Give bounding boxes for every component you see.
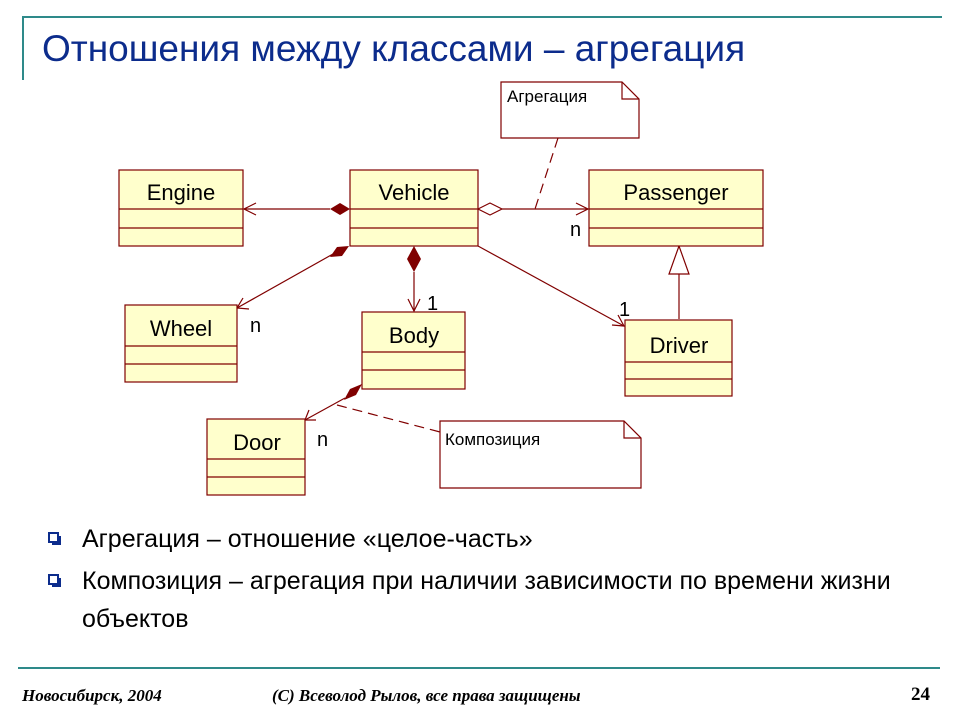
class-body bbox=[361, 311, 466, 390]
arrowhead-passenger bbox=[575, 202, 590, 216]
bullet-text: Агрегация – отношение «целое-часть» bbox=[82, 525, 533, 553]
diamond-passenger bbox=[476, 202, 504, 216]
bullet-square-icon bbox=[48, 574, 61, 587]
left-rule bbox=[22, 16, 24, 80]
bullet-item: Композиция – агрегация при наличии завис… bbox=[48, 562, 902, 638]
class-door bbox=[206, 418, 306, 496]
top-rule bbox=[22, 16, 942, 18]
class-name-body: Body bbox=[389, 323, 439, 348]
bullet-square-icon bbox=[48, 532, 61, 545]
multiplicity-passenger: n bbox=[570, 219, 581, 241]
bullet-list: Агрегация – отношение «целое-часть» Комп… bbox=[48, 520, 902, 638]
note-aggregation bbox=[500, 81, 640, 139]
multiplicity-wheel: n bbox=[250, 315, 261, 337]
class-wheel bbox=[124, 304, 238, 383]
class-name-vehicle: Vehicle bbox=[379, 180, 450, 205]
footer-copyright: (C) Всеволод Рылов, все права защищены bbox=[272, 686, 581, 705]
diamond-body bbox=[407, 246, 421, 272]
class-name-wheel: Wheel bbox=[150, 316, 212, 341]
diamond-wheel bbox=[330, 246, 349, 257]
bottom-rule bbox=[18, 667, 940, 669]
class-name-engine: Engine bbox=[147, 180, 216, 205]
generalization-arrow bbox=[668, 244, 690, 275]
note-text-aggregation: Агрегация bbox=[507, 87, 587, 106]
class-engine bbox=[118, 169, 244, 247]
class-name-passenger: Passenger bbox=[623, 180, 728, 205]
multiplicity-body: 1 bbox=[427, 293, 438, 315]
note-composition bbox=[439, 420, 642, 489]
bullet-text: Композиция – агрегация при наличии завис… bbox=[82, 567, 891, 633]
edge-vehicle-driver bbox=[477, 245, 625, 327]
multiplicity-door: n bbox=[317, 429, 328, 451]
diamond-door bbox=[344, 384, 362, 400]
edge-body-door bbox=[304, 397, 346, 421]
arrowhead-driver bbox=[611, 314, 626, 327]
footer-location: Новосибирск, 2004 bbox=[22, 686, 162, 705]
note-text-composition: Композиция bbox=[445, 430, 540, 449]
class-passenger bbox=[588, 169, 764, 247]
note-anchor-aggregation bbox=[534, 137, 559, 210]
class-name-door: Door bbox=[233, 430, 281, 455]
diamond-engine bbox=[330, 203, 350, 215]
class-driver bbox=[624, 319, 733, 397]
note-anchor-composition bbox=[336, 404, 441, 433]
arrowhead-engine bbox=[242, 202, 257, 216]
class-vehicle bbox=[349, 169, 479, 247]
multiplicity-driver: 1 bbox=[619, 299, 630, 321]
bullet-item: Агрегация – отношение «целое-часть» bbox=[48, 520, 902, 558]
slide-title: Отношения между классами – агрегация bbox=[42, 28, 746, 69]
arrowhead-body bbox=[407, 298, 421, 313]
edge-vehicle-wheel bbox=[236, 253, 334, 309]
class-name-driver: Driver bbox=[650, 333, 709, 358]
page-number: 24 bbox=[911, 684, 930, 705]
